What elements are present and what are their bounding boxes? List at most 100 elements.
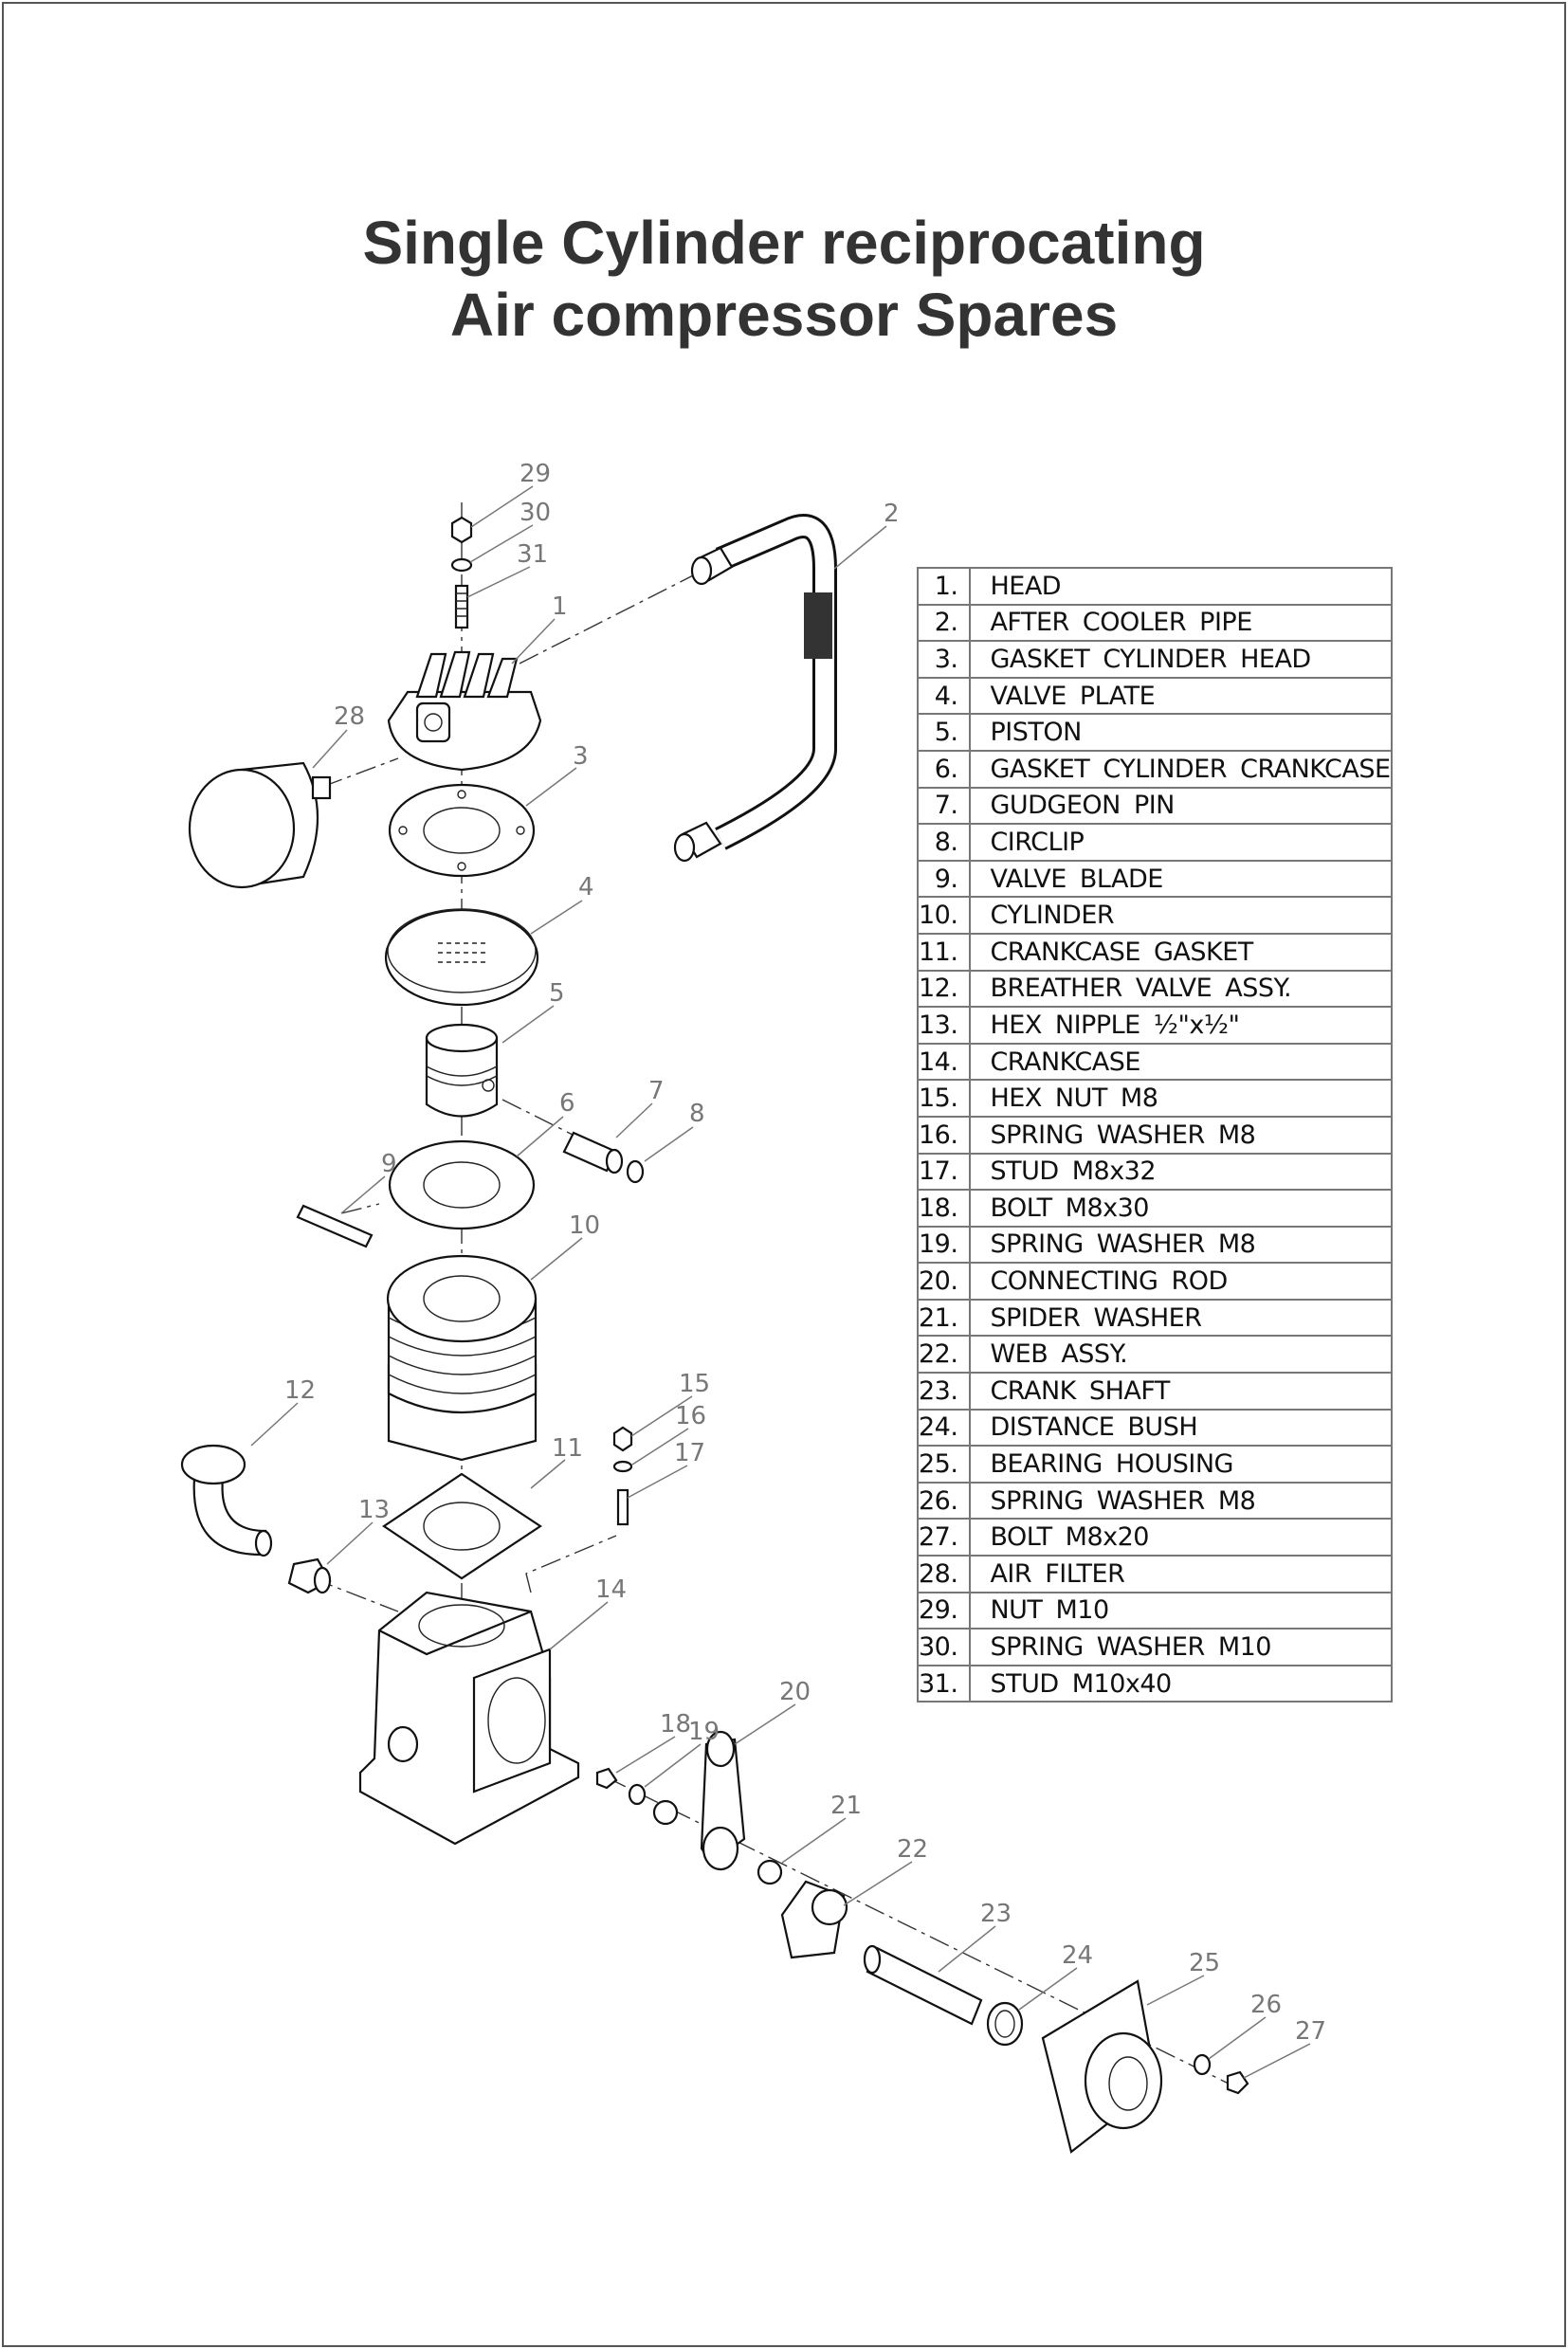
callout-11: 11 xyxy=(552,1434,583,1463)
table-row: 22.WEB ASSY. xyxy=(916,1335,1393,1375)
callout-4: 4 xyxy=(578,873,594,901)
table-row: 7.GUDGEON PIN xyxy=(916,786,1393,826)
callout-23: 23 xyxy=(980,1900,1012,1928)
part-number: 1. xyxy=(916,567,972,606)
callout-14: 14 xyxy=(595,1575,627,1604)
part-number: 17. xyxy=(916,1152,972,1192)
table-row: 15.HEX NUT M8 xyxy=(916,1079,1393,1118)
part-16-spring-washer xyxy=(612,1460,633,1473)
callout-1: 1 xyxy=(552,592,568,621)
part-name: CRANKCASE GASKET xyxy=(969,932,1393,972)
part-name: HEAD xyxy=(969,567,1393,606)
table-row: 26.SPRING WASHER M8 xyxy=(916,1481,1393,1520)
callout-5: 5 xyxy=(549,979,565,1008)
part-4-valve-plate xyxy=(384,908,539,1007)
callout-25: 25 xyxy=(1189,1949,1220,1977)
part-name: CONNECTING ROD xyxy=(969,1262,1393,1301)
table-row: 6.GASKET CYLINDER CRANKCASE xyxy=(916,749,1393,789)
part-21-spider-washer xyxy=(757,1859,783,1885)
page-title: Single Cylinder reciprocating Air compre… xyxy=(0,207,1568,351)
table-row: 31.STUD M10x40 xyxy=(916,1664,1393,1703)
part-name: GUDGEON PIN xyxy=(969,786,1393,826)
part-number: 21. xyxy=(916,1298,972,1338)
part-name: WEB ASSY. xyxy=(969,1335,1393,1375)
part-name: BEARING HOUSING xyxy=(969,1445,1393,1484)
part-name: PISTON xyxy=(969,713,1393,752)
callout-6: 6 xyxy=(559,1089,575,1118)
part-name: BREATHER VALVE ASSY. xyxy=(969,969,1393,1009)
part-5-piston xyxy=(425,1023,499,1118)
part-name: AIR FILTER xyxy=(969,1555,1393,1593)
part-name: GASKET CYLINDER HEAD xyxy=(969,640,1393,679)
part-number: 31. xyxy=(916,1664,972,1703)
part-number: 29. xyxy=(916,1591,972,1630)
table-row: 17.STUD M8x32 xyxy=(916,1152,1393,1192)
part-number: 7. xyxy=(916,786,972,826)
part-name: CRANK SHAFT xyxy=(969,1372,1393,1411)
table-row: 18.BOLT M8x30 xyxy=(916,1189,1393,1228)
callout-19: 19 xyxy=(688,1718,720,1746)
table-row: 23.CRANK SHAFT xyxy=(916,1372,1393,1411)
part-number: 6. xyxy=(916,749,972,789)
title-line-2: Air compressor Spares xyxy=(449,281,1119,349)
part-number: 13. xyxy=(916,1006,972,1045)
part-name: CRANKCASE xyxy=(969,1042,1393,1082)
part-number: 30. xyxy=(916,1628,972,1666)
part-number: 3. xyxy=(916,640,972,679)
part-name: CYLINDER xyxy=(969,896,1393,935)
part-2-after-cooler-pipe xyxy=(673,514,837,863)
table-row: 3.GASKET CYLINDER HEAD xyxy=(916,640,1393,679)
part-number: 24. xyxy=(916,1408,972,1448)
part-18-bolt xyxy=(595,1767,618,1790)
callout-15: 15 xyxy=(679,1370,710,1398)
table-row: 12.BREATHER VALVE ASSY. xyxy=(916,969,1393,1009)
callout-17: 17 xyxy=(674,1439,705,1467)
callout-20: 20 xyxy=(779,1678,811,1706)
part-number: 19. xyxy=(916,1225,972,1265)
part-number: 10. xyxy=(916,896,972,935)
table-row: 27.BOLT M8x20 xyxy=(916,1518,1393,1557)
table-row: 24.DISTANCE BUSH xyxy=(916,1408,1393,1448)
table-row: 5.PISTON xyxy=(916,713,1393,752)
part-number: 8. xyxy=(916,823,972,862)
table-row: 28.AIR FILTER xyxy=(916,1555,1393,1593)
table-row: 25.BEARING HOUSING xyxy=(916,1445,1393,1484)
part-10-cylinder xyxy=(386,1254,538,1462)
part-name: HEX NUT M8 xyxy=(969,1079,1393,1118)
part-31-stud xyxy=(454,584,469,629)
part-8-circlip xyxy=(626,1159,645,1184)
table-row: 20.CONNECTING ROD xyxy=(916,1262,1393,1301)
table-row: 11.CRANKCASE GASKET xyxy=(916,932,1393,972)
part-12-breather-valve xyxy=(180,1444,273,1557)
callout-29: 29 xyxy=(520,460,551,488)
callout-10: 10 xyxy=(569,1211,600,1240)
part-25-bearing-housing xyxy=(1041,1979,1163,2154)
part-number: 22. xyxy=(916,1335,972,1375)
table-row: 29.NUT M10 xyxy=(916,1591,1393,1630)
part-number: 16. xyxy=(916,1115,972,1155)
part-name: SPIDER WASHER xyxy=(969,1298,1393,1338)
table-row: 21.SPIDER WASHER xyxy=(916,1298,1393,1338)
center-lines xyxy=(312,502,1233,2086)
part-15-hex-nut xyxy=(612,1426,633,1452)
callout-18: 18 xyxy=(660,1710,691,1739)
part-name: SPRING WASHER M10 xyxy=(969,1628,1393,1666)
part-name: HEX NIPPLE ½"x½" xyxy=(969,1006,1393,1045)
table-row: 19.SPRING WASHER M8 xyxy=(916,1225,1393,1265)
part-number: 15. xyxy=(916,1079,972,1118)
part-name: GASKET CYLINDER CRANKCASE xyxy=(969,749,1393,789)
part-30-washer xyxy=(450,557,473,573)
part-number: 14. xyxy=(916,1042,972,1082)
part-number: 2. xyxy=(916,603,972,643)
table-row: 8.CIRCLIP xyxy=(916,823,1393,862)
part-19-spring-washer xyxy=(628,1783,647,1806)
part-name: SPRING WASHER M8 xyxy=(969,1115,1393,1155)
part-name: SPRING WASHER M8 xyxy=(969,1225,1393,1265)
table-row: 16.SPRING WASHER M8 xyxy=(916,1115,1393,1155)
part-number: 25. xyxy=(916,1445,972,1484)
part-20-connecting-rod xyxy=(700,1730,746,1871)
spider-washer-left xyxy=(652,1799,679,1826)
part-number: 5. xyxy=(916,713,972,752)
